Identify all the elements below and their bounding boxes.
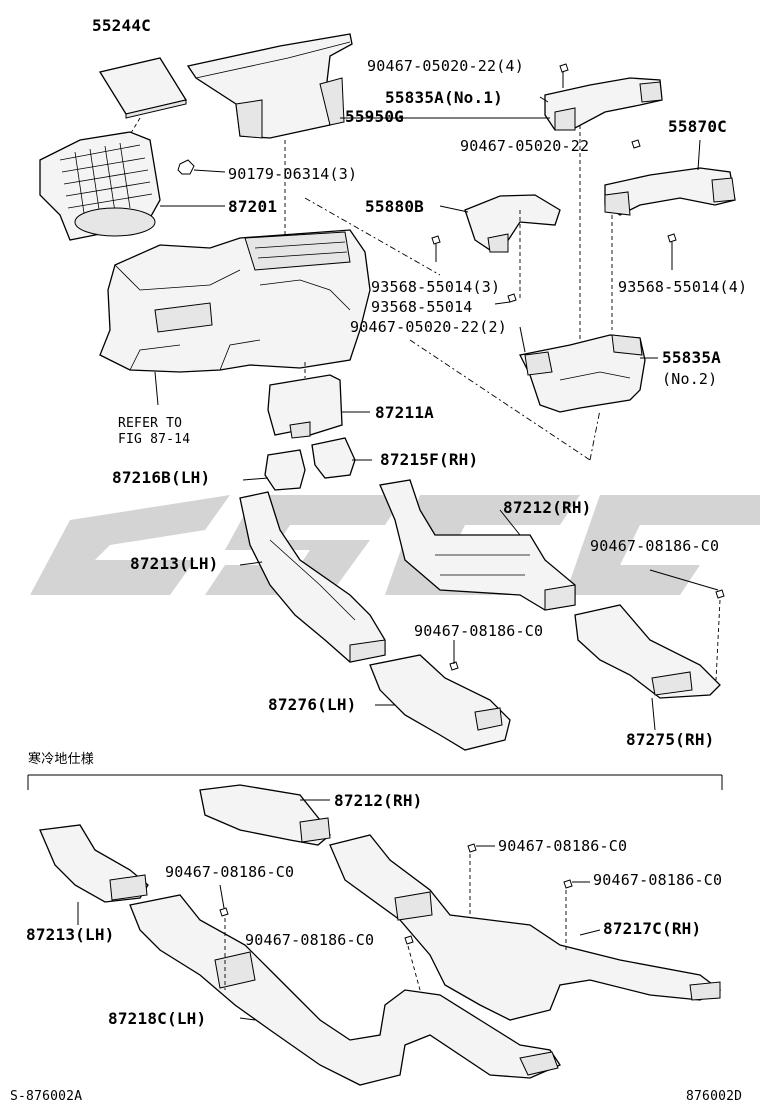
label-90467-08186-C0-c: 90467-08186-C0	[498, 837, 628, 855]
footer-drawing-id-right: 876002D	[686, 1089, 743, 1104]
label-55835A-no2: (No.2)	[662, 370, 718, 388]
part-55244C-filter	[98, 57, 188, 119]
label-87216B-lh: 87216B(LH)	[112, 468, 211, 487]
part-55870C-duct	[604, 167, 736, 216]
part-87215F-rh-duct	[311, 437, 356, 479]
label-93568-55014: 93568-55014	[371, 298, 473, 316]
part-heater-unit-assembly	[99, 229, 371, 406]
part-87276-lh-duct	[369, 654, 511, 751]
label-87276-lh: 87276(LH)	[268, 695, 357, 714]
label-90467-05020-22: 90467-05020-22	[460, 137, 590, 155]
part-87201-air-inlet	[39, 131, 161, 241]
label-55835A: 55835A	[662, 348, 721, 367]
bolt-90179	[177, 159, 195, 175]
label-55835A-no1: 55835A(No.1)	[385, 88, 503, 107]
label-55880B: 55880B	[365, 197, 424, 216]
label-93568-55014-4: 93568-55014(4)	[618, 278, 748, 296]
part-87212-rh-rear-duct	[379, 479, 576, 611]
part-55950G-defroster-duct	[186, 33, 353, 139]
label-90467-05020-22-2: 90467-05020-22(2)	[350, 318, 507, 336]
label-93568-55014-3: 93568-55014(3)	[371, 278, 501, 296]
label-87213-lh-top: 87213(LH)	[130, 554, 219, 573]
label-87275-rh: 87275(RH)	[626, 730, 715, 749]
label-90467-05020-22-4: 90467-05020-22(4)	[367, 57, 524, 75]
part-87216B-lh-duct	[264, 449, 306, 491]
part-55880B-duct	[464, 194, 561, 253]
part-87211A-duct	[267, 374, 343, 439]
label-87212-rh-top: 87212(RH)	[503, 498, 592, 517]
footer-drawing-id-left: S-876002A	[10, 1089, 83, 1104]
label-87217C-rh: 87217C(RH)	[603, 919, 702, 938]
part-87213-lh-rear-duct	[239, 491, 386, 663]
label-90467-08186-C0-e: 90467-08186-C0	[593, 871, 723, 889]
label-refer-to: REFER TO	[118, 416, 183, 431]
label-87213-lh-bottom: 87213(LH)	[26, 925, 115, 944]
label-90467-08186-C0-d: 90467-08186-C0	[165, 863, 295, 881]
part-55835A-no2-duct	[519, 334, 646, 413]
part-87213-lh-cold-duct	[39, 824, 149, 903]
label-fig-reference: FIG 87-14	[118, 432, 191, 447]
label-55870C: 55870C	[668, 117, 727, 136]
label-90467-08186-C0-f: 90467-08186-C0	[245, 931, 375, 949]
label-55244C: 55244C	[92, 16, 151, 35]
label-87211A: 87211A	[375, 403, 434, 422]
label-90467-08186-C0-a: 90467-08186-C0	[590, 537, 720, 555]
label-cold-spec: 寒冷地仕様	[28, 752, 95, 767]
label-87215F-rh: 87215F(RH)	[380, 450, 479, 469]
part-87217C-rh-duct	[329, 834, 722, 1021]
label-90179-06314-3: 90179-06314(3)	[228, 165, 358, 183]
part-87275-rh-duct	[574, 604, 721, 699]
label-87212-rh-bottom: 87212(RH)	[334, 791, 423, 810]
part-87212-rh-cold-duct	[199, 784, 331, 846]
cold-spec-section-frame	[27, 774, 723, 790]
label-55950G: 55950G	[345, 107, 404, 126]
label-87218C-lh: 87218C(LH)	[108, 1009, 207, 1028]
label-90467-08186-C0-b: 90467-08186-C0	[414, 622, 544, 640]
part-55835A-no1-duct	[544, 77, 663, 131]
label-87201: 87201	[228, 197, 278, 216]
